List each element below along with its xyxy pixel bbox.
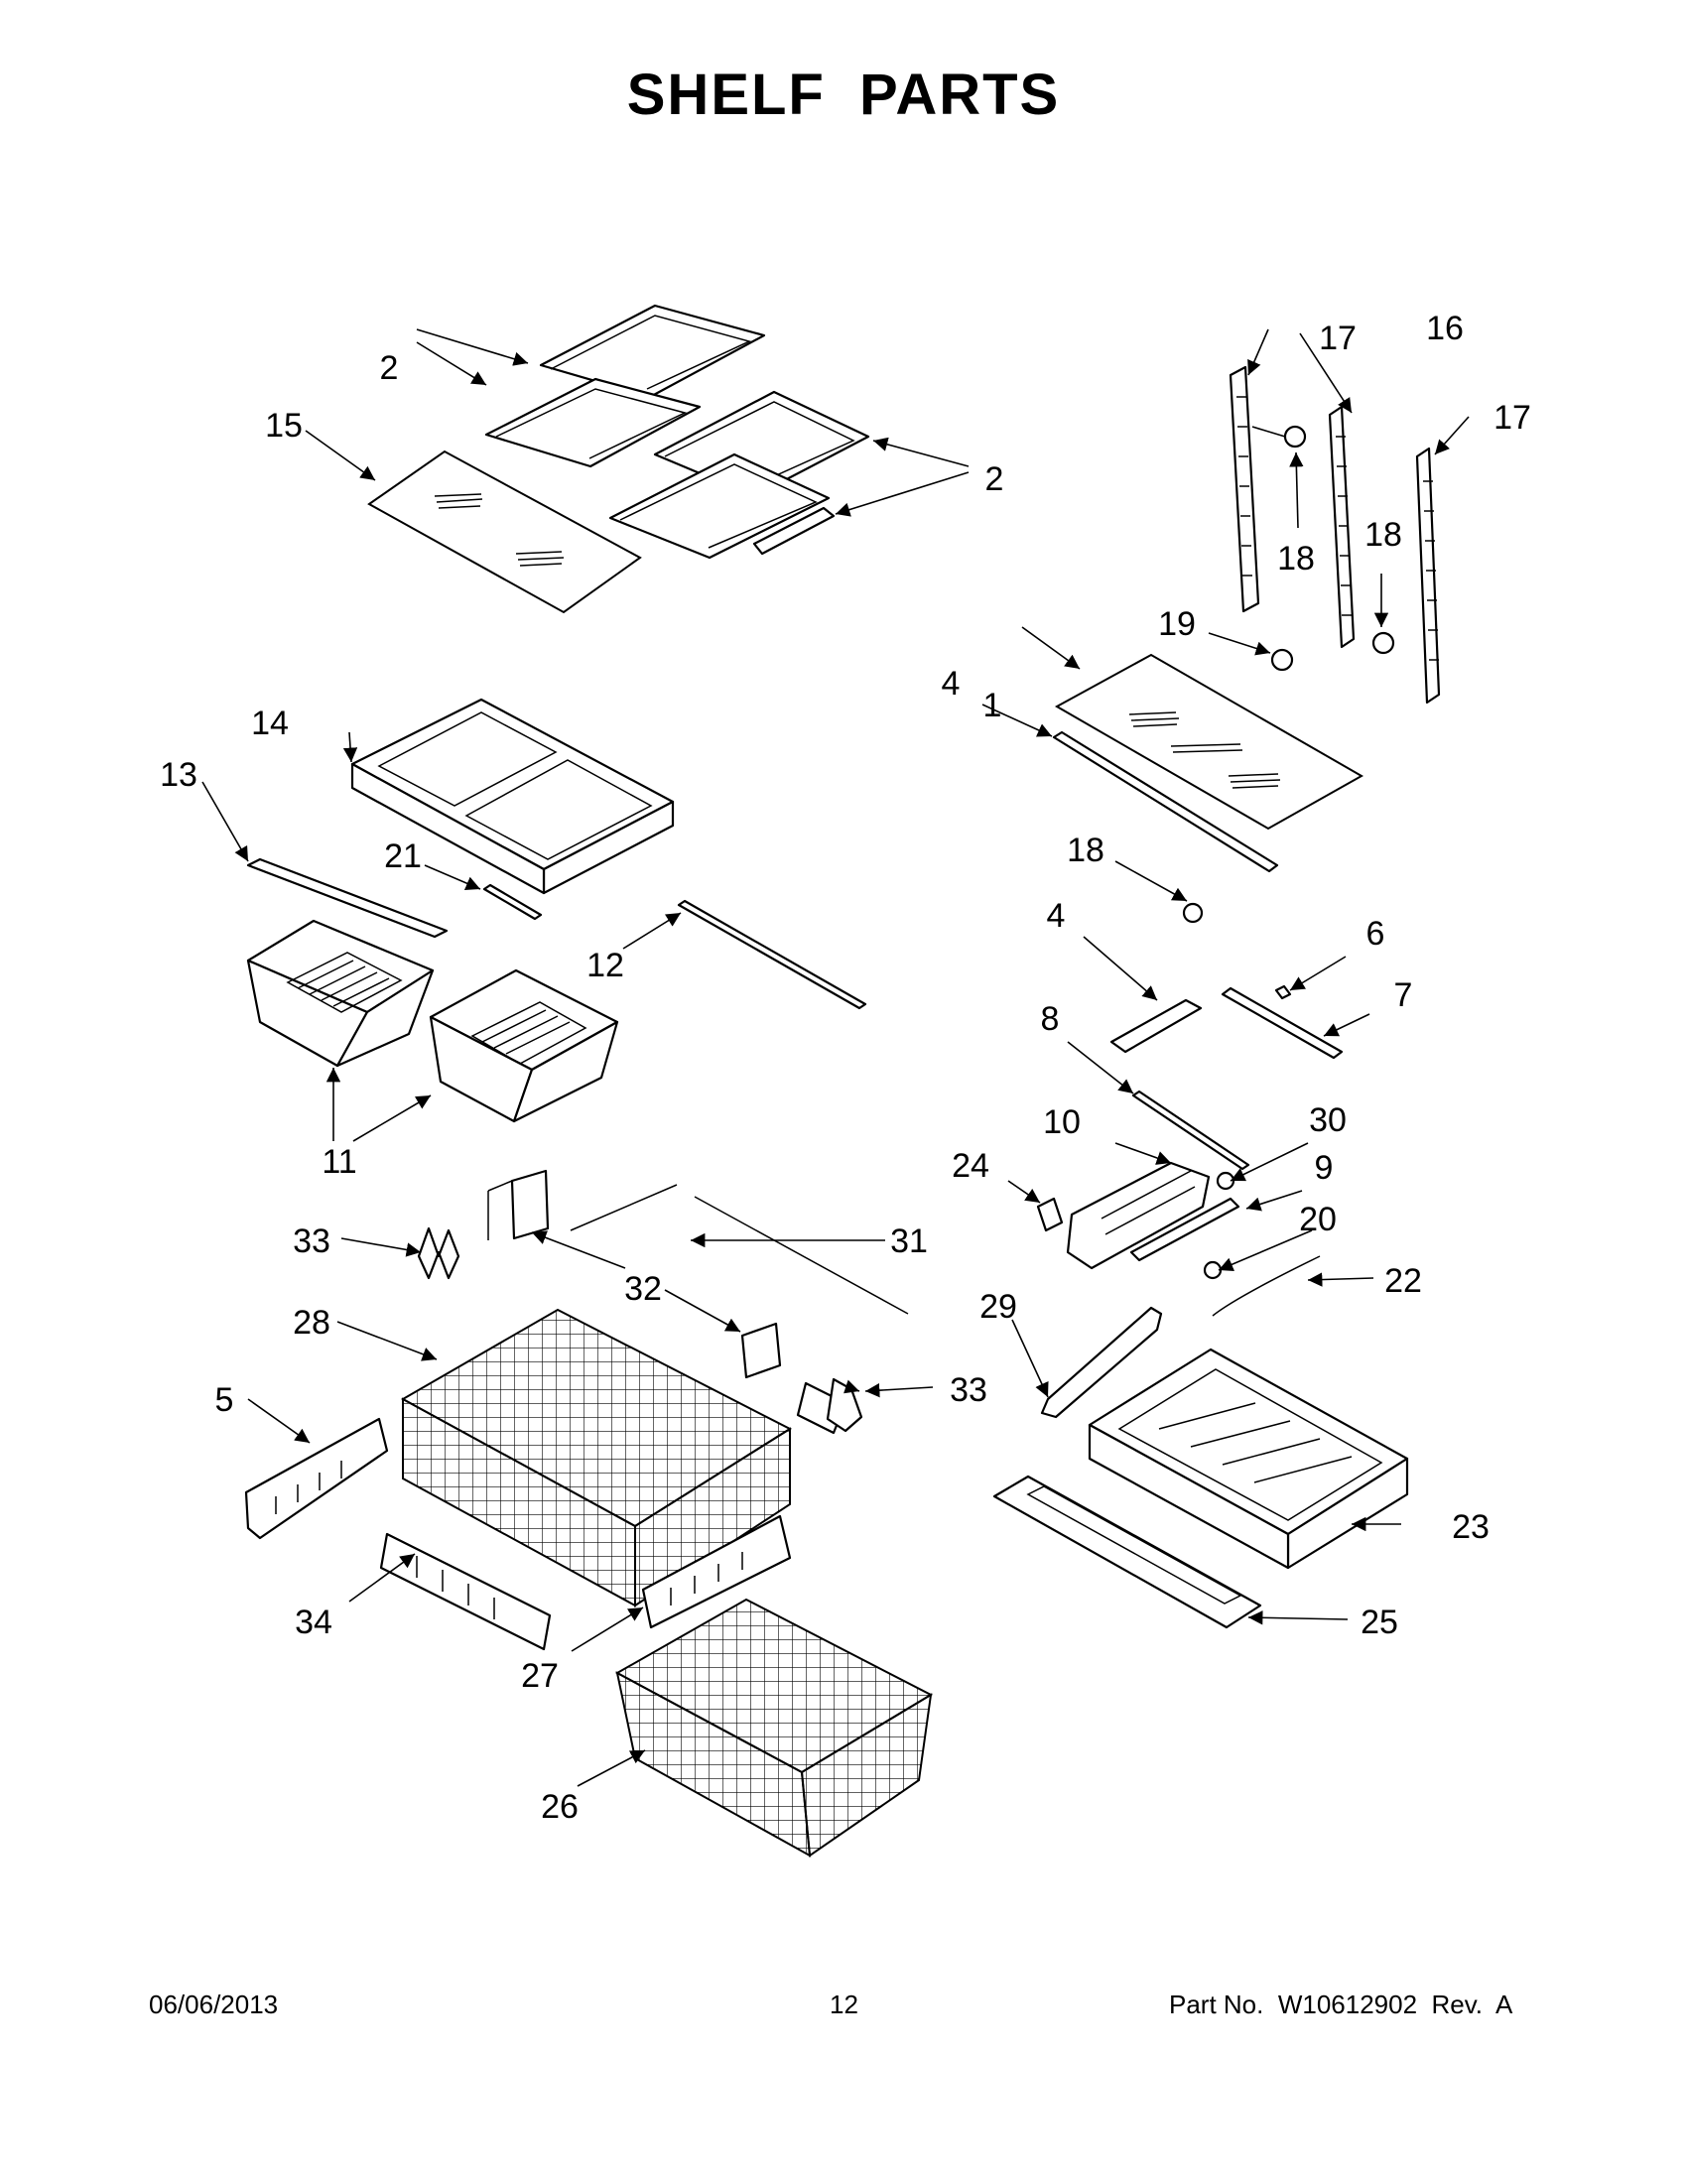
rod-12 bbox=[677, 899, 867, 1010]
callout-32: 32 bbox=[624, 1270, 662, 1308]
callout-7: 7 bbox=[1394, 976, 1413, 1014]
callout-2b: 2 bbox=[985, 460, 1004, 498]
callout-15: 15 bbox=[265, 407, 303, 445]
callout-21: 21 bbox=[384, 837, 422, 875]
glass-shelf-1 bbox=[1052, 653, 1364, 873]
callout-30: 30 bbox=[1309, 1101, 1347, 1139]
rail-parts-right bbox=[1036, 902, 1344, 1317]
leader-lines bbox=[201, 328, 1470, 1787]
callout-18c: 18 bbox=[1067, 832, 1104, 869]
callout-33b: 33 bbox=[950, 1371, 987, 1409]
callout-16: 16 bbox=[1426, 310, 1464, 347]
callout-20: 20 bbox=[1299, 1201, 1337, 1238]
callout-23: 23 bbox=[1452, 1508, 1490, 1546]
callout-9: 9 bbox=[1315, 1149, 1334, 1187]
callout-27: 27 bbox=[521, 1657, 559, 1695]
shelf-frame-group bbox=[484, 304, 870, 560]
glass-shelf-15 bbox=[367, 450, 642, 614]
crisper-drawers-11 bbox=[246, 919, 619, 1123]
basket-end-caps bbox=[244, 1417, 792, 1651]
callout-24: 24 bbox=[952, 1147, 989, 1185]
callout-1: 1 bbox=[983, 687, 1002, 724]
callout-31: 31 bbox=[890, 1222, 928, 1260]
shelf-rails bbox=[1229, 365, 1441, 705]
wire-basket-28 bbox=[400, 1308, 793, 1607]
callout-18a: 18 bbox=[1277, 540, 1315, 578]
callout-10: 10 bbox=[1043, 1103, 1081, 1141]
callout-6: 6 bbox=[1366, 915, 1385, 953]
divider-21 bbox=[482, 883, 543, 921]
callout-4b: 4 bbox=[1047, 897, 1066, 935]
wire-basket-26 bbox=[614, 1598, 934, 1858]
callout-26: 26 bbox=[541, 1788, 579, 1826]
callout-33a: 33 bbox=[293, 1222, 330, 1260]
callout-18b: 18 bbox=[1364, 516, 1402, 554]
callout-13: 13 bbox=[160, 756, 197, 794]
callout-8: 8 bbox=[1041, 1000, 1060, 1038]
callout-22: 22 bbox=[1384, 1262, 1422, 1300]
footer-page-number: 12 bbox=[830, 1990, 858, 2019]
crisper-trim-13 bbox=[246, 857, 449, 939]
page-title: SHELF PARTS bbox=[626, 63, 1061, 127]
callout-25: 25 bbox=[1361, 1604, 1398, 1641]
footer-date: 06/06/2013 bbox=[149, 1990, 279, 2019]
callout-4a: 4 bbox=[942, 665, 961, 703]
callout-17b: 17 bbox=[1493, 399, 1531, 437]
callout-34: 34 bbox=[295, 1604, 332, 1641]
callout-2a: 2 bbox=[380, 349, 399, 387]
deli-pan-23 bbox=[1088, 1348, 1409, 1570]
footer-part-number: Part No. W10612902 Rev. A bbox=[1169, 1990, 1513, 2019]
crisper-cover-14 bbox=[350, 698, 675, 895]
callout-14: 14 bbox=[251, 705, 289, 742]
bracket-29 bbox=[1040, 1306, 1163, 1419]
callout-12: 12 bbox=[586, 947, 624, 984]
callout-17a: 17 bbox=[1319, 320, 1357, 357]
callout-5: 5 bbox=[215, 1381, 234, 1419]
callout-28: 28 bbox=[293, 1304, 330, 1342]
callout-labels: 2 2 1 4 4 5 6 7 8 9 10 11 12 13 14 15 16… bbox=[160, 310, 1531, 1826]
callout-11: 11 bbox=[322, 1143, 356, 1181]
deli-cover-25 bbox=[992, 1475, 1262, 1629]
freezer-track-parts bbox=[417, 1169, 909, 1435]
callout-29: 29 bbox=[979, 1288, 1017, 1326]
callout-19: 19 bbox=[1158, 605, 1196, 643]
